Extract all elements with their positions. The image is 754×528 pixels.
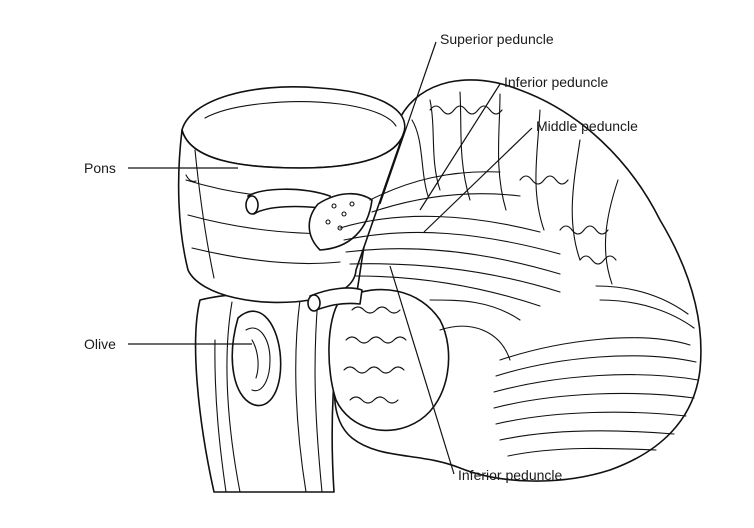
pons	[177, 86, 406, 304]
leader-middle-peduncle	[423, 127, 533, 233]
label-superior-peduncle: Superior peduncle	[440, 31, 554, 47]
label-middle-peduncle: Middle peduncle	[536, 118, 638, 134]
olive	[231, 310, 282, 407]
leader-inferior-peduncle-bottom	[389, 265, 455, 475]
label-olive: Olive	[84, 336, 116, 352]
label-pons: Pons	[84, 160, 116, 176]
leader-inferior-peduncle-top	[419, 83, 501, 211]
label-inferior-peduncle-top: Inferior peduncle	[504, 74, 609, 90]
leader-superior-peduncle	[379, 41, 437, 205]
label-inferior-peduncle-bottom: Inferior peduncle	[458, 467, 563, 483]
peduncle-fibers	[245, 171, 561, 312]
